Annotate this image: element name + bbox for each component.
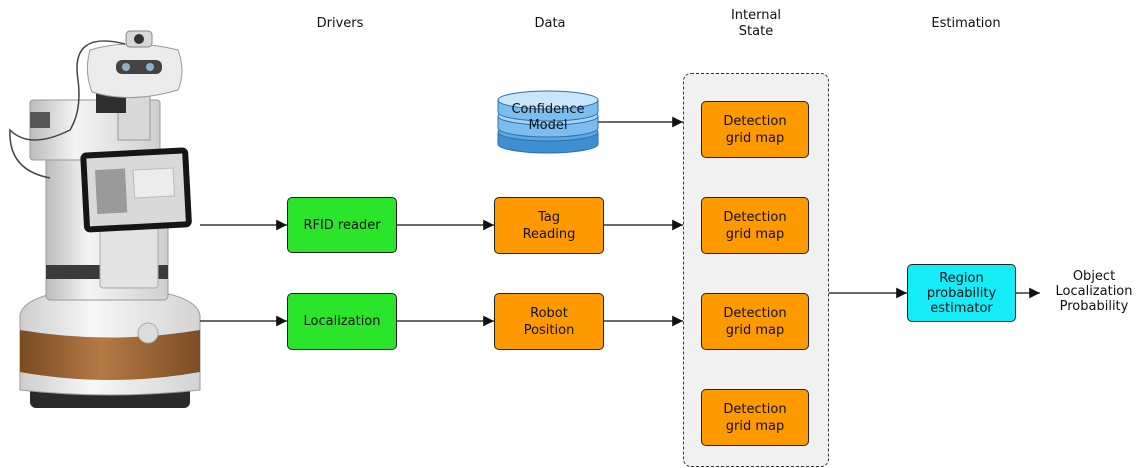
region-probability-estimator-node: Region probability estimator: [907, 264, 1016, 322]
column-header-internal-state: Internal State: [730, 8, 782, 39]
robot-illustration: [9, 30, 201, 408]
detection-grid-map-2: Detection grid map: [701, 197, 809, 254]
rfid-reader-node: RFID reader: [287, 197, 397, 253]
detection-grid-map-1: Detection grid map: [701, 101, 809, 158]
tag-reading-node: Tag Reading: [494, 197, 604, 254]
robot-position-node: Robot Position: [494, 293, 604, 350]
confidence-model-label: Confidence Model: [511, 102, 585, 133]
output-label: Object Localization Probability: [1055, 269, 1133, 314]
localization-node: Localization: [287, 293, 397, 350]
column-header-data: Data: [534, 16, 566, 31]
detection-grid-map-3: Detection grid map: [701, 293, 809, 350]
column-header-drivers: Drivers: [316, 16, 364, 31]
column-header-estimation: Estimation: [931, 16, 1001, 31]
detection-grid-map-4: Detection grid map: [701, 389, 809, 446]
